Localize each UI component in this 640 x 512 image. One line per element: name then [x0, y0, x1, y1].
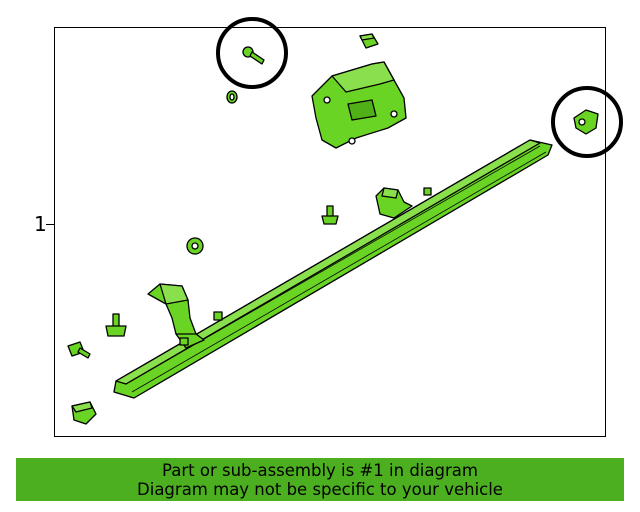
bolt-center — [321, 205, 339, 225]
end-cap-bottom — [71, 401, 97, 425]
highlight-circle-end-cap — [551, 86, 623, 158]
info-banner: Part or sub-assembly is #1 in diagram Di… — [16, 458, 624, 501]
callout-leader-line — [46, 224, 55, 225]
circled-bolt — [242, 46, 265, 65]
bolt-far-left — [67, 341, 91, 359]
running-board — [113, 139, 553, 399]
banner-line-1: Part or sub-assembly is #1 in diagram — [162, 461, 478, 480]
clip-nut-top — [359, 33, 379, 49]
rail-clip-2 — [423, 187, 432, 196]
stud-bolt-left — [105, 313, 127, 337]
highlight-circle-bolt — [216, 17, 288, 89]
upper-body-bracket — [311, 61, 407, 149]
rail-clip-1 — [213, 311, 223, 321]
rear-rail-bracket — [147, 283, 205, 349]
callout-number-label: 1 — [34, 212, 47, 236]
front-rail-bracket — [375, 187, 413, 219]
rail-clip-3 — [179, 337, 189, 346]
banner-line-2: Diagram may not be specific to your vehi… — [137, 480, 503, 499]
circled-end-cap — [573, 109, 599, 135]
diagram-frame — [54, 27, 606, 437]
